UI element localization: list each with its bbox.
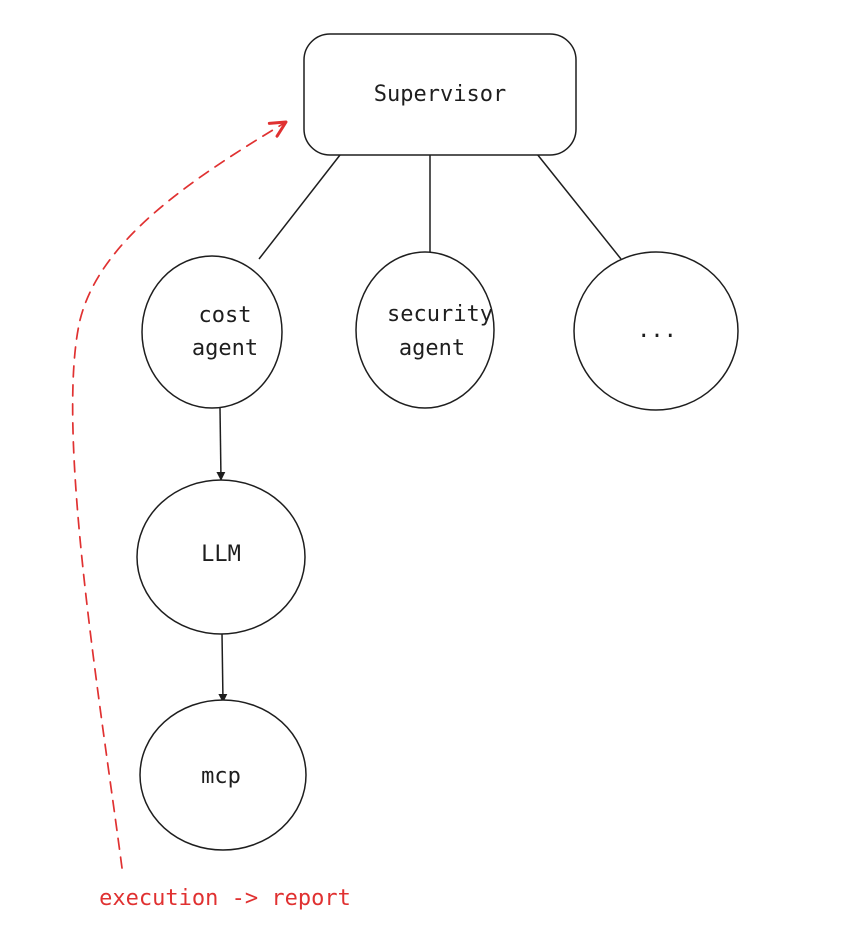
- supervisor-label: Supervisor: [374, 82, 506, 107]
- security-agent-label-line1: security: [387, 302, 493, 327]
- cost-agent-label-line2: agent: [192, 336, 258, 361]
- more-agents-node[interactable]: ...: [573, 251, 739, 411]
- execution-report-label: execution -> report: [99, 886, 351, 911]
- security-agent-label-line2: agent: [399, 336, 465, 361]
- security-agent-node[interactable]: security agent: [355, 251, 495, 409]
- arrow-llm-to-mcp: [218, 632, 228, 703]
- supervisor-node[interactable]: Supervisor: [303, 33, 577, 156]
- arrow-cost-agent-to-llm: [216, 407, 226, 481]
- edge-supervisor-more-agents: [536, 153, 622, 260]
- more-agents-label: ...: [637, 318, 677, 343]
- cost-agent-label-line1: cost: [199, 303, 252, 328]
- cost-agent-node[interactable]: cost agent: [141, 255, 283, 409]
- mcp-node[interactable]: mcp: [139, 699, 307, 851]
- llm-node[interactable]: LLM: [136, 479, 306, 635]
- llm-label: LLM: [201, 542, 241, 567]
- edge-supervisor-cost-agent: [258, 154, 341, 260]
- execution-report-flow-arrow: [71, 120, 288, 869]
- mcp-label: mcp: [201, 764, 241, 789]
